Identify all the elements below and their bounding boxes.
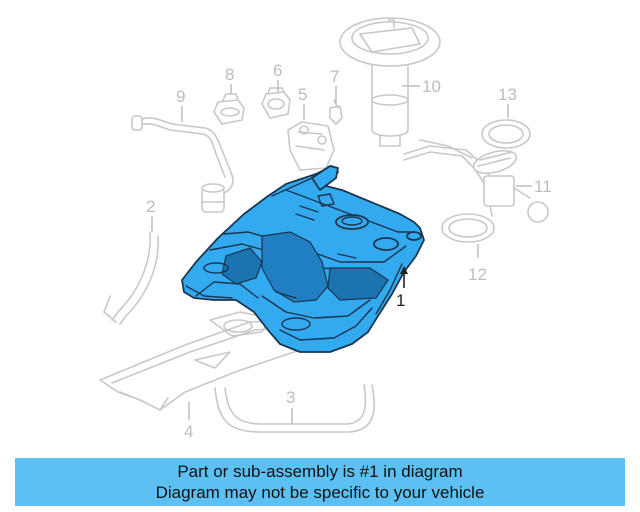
banner-line-disclaimer: Diagram may not be specific to your vehi… [155,483,485,502]
callout-8: 8 [225,65,234,94]
callout-7: 7 [330,67,339,104]
svg-text:8: 8 [225,65,234,84]
svg-text:4: 4 [184,422,193,441]
lock-ring-part-13 [481,119,531,149]
callout-11: 11 [516,177,552,196]
pump-part-5 [287,121,335,171]
svg-text:10: 10 [422,77,441,96]
info-banner: Part or sub-assembly is #1 in diagram Di… [15,458,625,506]
callout-5: 5 [298,85,307,120]
callout-3: 3 [286,388,295,424]
banner-line-part-number: Part or sub-assembly is #1 in diagram [177,462,463,481]
callout-2: 2 [146,197,155,232]
callout-4: 4 [184,402,193,441]
fuel-tank-part-1[interactable] [181,165,425,353]
svg-text:11: 11 [534,177,552,196]
cap-part-8 [213,93,245,125]
svg-text:7: 7 [330,67,339,86]
callout-label-1: 1 [396,291,405,310]
svg-text:12: 12 [468,265,487,284]
callout-12: 12 [468,244,487,284]
svg-text:9: 9 [176,87,185,106]
callout-6: 6 [273,61,282,92]
callout-9: 9 [176,87,185,122]
svg-text:6: 6 [273,61,282,80]
callout-10: 10 [402,77,441,96]
seal-part-12 [441,213,495,243]
sender-part-6 [261,87,291,119]
sender-part-11 [403,139,549,223]
svg-text:3: 3 [286,388,295,407]
parts-diagram: 1 2 3 4 5 6 7 8 9 10 11 12 [99,17,552,441]
svg-text:13: 13 [498,85,517,104]
callout-1: 1 [396,266,408,310]
strap-part-2 [103,231,159,325]
strap-part-3 [214,384,375,433]
svg-text:2: 2 [146,197,155,216]
pump-module-part-10 [339,17,441,147]
filter-canister [201,183,225,213]
svg-text:5: 5 [298,85,307,104]
vent-line-part-9 [131,115,234,195]
callout-13: 13 [498,85,517,118]
